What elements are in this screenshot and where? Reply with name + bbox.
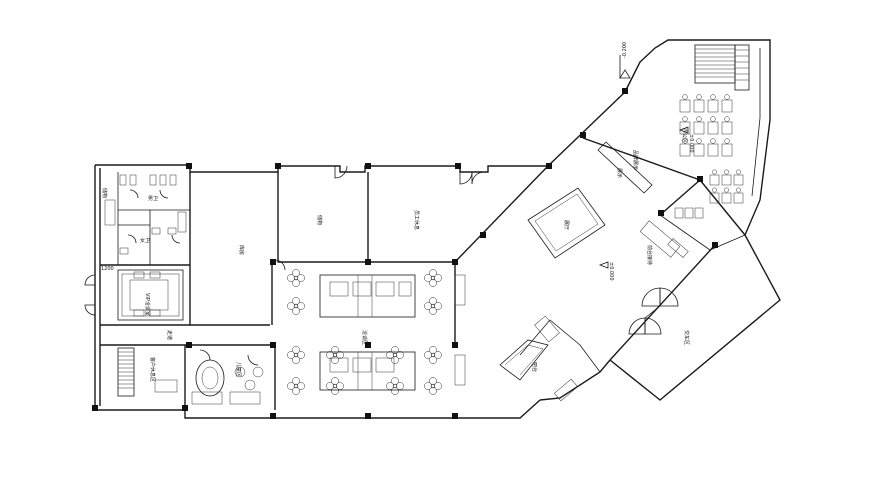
- office-desk: [679, 116, 691, 135]
- table-cluster: [424, 346, 442, 364]
- office-desk: [707, 94, 719, 113]
- office-desk: [693, 94, 705, 113]
- showroom-fixtures: [527, 141, 689, 259]
- office-desk: [721, 116, 733, 135]
- office-desk: [709, 187, 720, 204]
- doors: [84, 165, 485, 366]
- office-desk: [709, 169, 720, 186]
- label-vip-room: VIP洽谈室: [144, 293, 151, 316]
- label-showroom: 展厅: [563, 220, 569, 230]
- exterior-walls: [94, 39, 781, 419]
- label-toilet-m: 男卫: [148, 196, 158, 202]
- table-cluster: [386, 377, 404, 395]
- table-cluster: [424, 269, 442, 287]
- stairs-right: [694, 44, 750, 91]
- level-right: ±0.000: [688, 134, 694, 153]
- office-desk: [721, 94, 733, 113]
- lounge-furniture: [154, 359, 264, 405]
- office-desk: [693, 138, 705, 157]
- vip-room-furniture: [117, 269, 184, 321]
- office-desk: [684, 207, 694, 219]
- office-desk: [707, 138, 719, 157]
- office-desk: [693, 116, 705, 135]
- table-cluster: [386, 346, 404, 364]
- label-toilet-w: 女卫: [140, 237, 150, 244]
- revolving-doors: [628, 287, 679, 335]
- columns: [92, 88, 718, 419]
- office-desk: [674, 207, 684, 219]
- office-desks: [674, 94, 744, 219]
- office-desk: [733, 169, 744, 186]
- table-cluster: [326, 346, 344, 364]
- label-delivery: 交车区: [683, 330, 690, 345]
- bar-counter: [499, 315, 578, 402]
- label-warehouse: 库房: [238, 245, 245, 255]
- office-desk: [679, 138, 691, 157]
- table-cluster: [287, 297, 305, 315]
- label-exhibition-top: 品牌展示: [632, 150, 639, 170]
- office-desk: [721, 169, 732, 186]
- interior-walls: [100, 137, 746, 410]
- level-top: -0.200: [622, 42, 628, 58]
- level-entry: 1200: [101, 266, 114, 272]
- label-exhibition-mid: 展示: [616, 168, 622, 178]
- label-office-right: 办公区: [681, 128, 688, 143]
- table-cluster: [326, 377, 344, 395]
- office-desk: [721, 187, 732, 204]
- table-cluster: [424, 297, 442, 315]
- office-desk: [721, 138, 733, 157]
- table-clusters: [287, 269, 466, 395]
- room-labels: 储物 男卫 女卫 VIP洽谈室 库房 储物 员工休息 洽谈区 走道 儿童区 客户…: [101, 42, 694, 382]
- office-desk: [733, 187, 744, 204]
- table-cluster: [287, 346, 305, 364]
- label-storage-mid: 储物: [316, 215, 323, 225]
- label-corridor: 走道: [166, 330, 173, 340]
- table-cluster: [287, 377, 305, 395]
- office-desk: [707, 116, 719, 135]
- label-bar: 吧台: [531, 362, 538, 372]
- office-desk: [694, 207, 704, 219]
- level-center: ±0.000: [608, 262, 614, 281]
- table-cluster: [287, 269, 305, 287]
- label-children-area: 儿童区: [235, 362, 242, 377]
- label-office-mid: 员工休息: [413, 210, 420, 230]
- label-reception: 前台接待: [646, 245, 653, 265]
- table-cluster: [424, 377, 442, 395]
- stairs-left: [117, 347, 135, 397]
- level-markers: [598, 55, 689, 269]
- label-customer-lounge: 客户休息区: [149, 357, 156, 382]
- label-storage-left: 储物: [101, 188, 108, 198]
- label-negotiation: 洽谈区: [361, 330, 368, 345]
- office-desk: [679, 94, 691, 113]
- toilet-fixtures: [104, 174, 187, 255]
